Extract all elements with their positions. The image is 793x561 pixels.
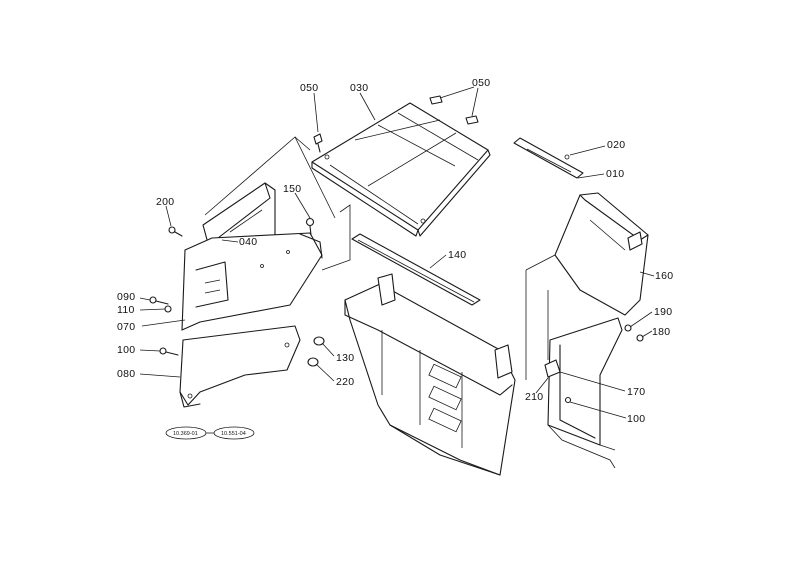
left-middle-panel-070 <box>181 232 323 331</box>
bolt-200 <box>168 226 183 237</box>
leader-lines <box>139 86 655 419</box>
label-220: 220 <box>336 376 354 388</box>
clip-050-upper <box>429 95 479 125</box>
label-110: 110 <box>117 304 135 316</box>
label-150: 150 <box>283 183 301 195</box>
label-190: 190 <box>654 306 672 318</box>
label-070: 070 <box>117 321 135 333</box>
bolt-110 <box>164 305 172 313</box>
bolt-150 <box>305 217 315 236</box>
bolt-100-left <box>159 347 179 356</box>
bolt-100-right <box>564 396 572 404</box>
label-100-left: 100 <box>117 344 135 356</box>
left-lower-panel-080 <box>179 325 301 408</box>
bolt-050-left <box>313 133 323 153</box>
label-100-right: 100 <box>627 413 645 425</box>
label-020: 020 <box>607 139 625 151</box>
label-090: 090 <box>117 291 135 303</box>
label-160: 160 <box>655 270 673 282</box>
projection-lines-right <box>525 254 556 380</box>
label-170: 170 <box>627 386 645 398</box>
washer-130 <box>313 336 325 346</box>
ref-tag-left: 10.369-01 <box>173 431 198 437</box>
reference-tags: 10.369-01 10.551-04 <box>165 426 255 440</box>
label-040: 040 <box>239 236 257 248</box>
label-140: 140 <box>448 249 466 261</box>
center-frame <box>344 273 516 476</box>
label-180: 180 <box>652 326 670 338</box>
right-lower-panel-170 <box>544 317 623 469</box>
label-030: 030 <box>350 82 368 94</box>
label-010: 010 <box>606 168 624 180</box>
label-080: 080 <box>117 368 135 380</box>
label-210: 210 <box>525 391 543 403</box>
label-130: 130 <box>336 352 354 364</box>
washer-220 <box>307 357 319 367</box>
bolt-090 <box>149 296 169 305</box>
support-bar-010 <box>513 137 584 179</box>
ref-tag-right: 10.551-04 <box>221 431 246 437</box>
label-050-right: 050 <box>472 77 490 89</box>
bolt-180 <box>636 334 644 342</box>
label-050-left: 050 <box>300 82 318 94</box>
projection-lines-left <box>204 136 351 271</box>
top-cover-panel <box>311 102 491 237</box>
label-200: 200 <box>156 196 174 208</box>
long-bar-140 <box>351 233 481 306</box>
right-upper-panel-160 <box>554 192 649 316</box>
bolt-190 <box>624 324 632 332</box>
